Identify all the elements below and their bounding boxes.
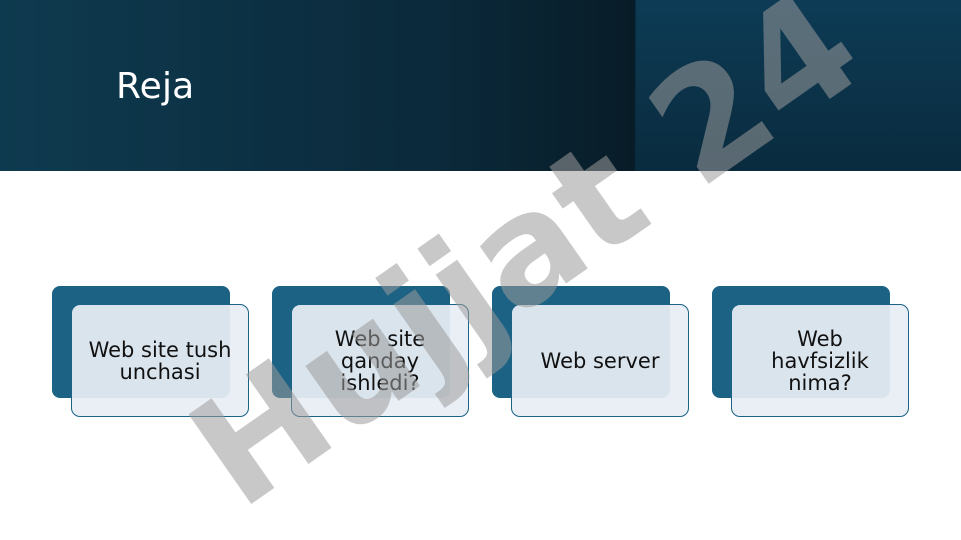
card-1-front: Web site tushunchasi [71, 304, 249, 417]
title-banner [0, 0, 961, 171]
card-4-label: Web havfsizlik nima? [771, 326, 869, 395]
card-3-label: Web server [540, 348, 660, 373]
card-1[interactable]: Web site tushunchasi [52, 286, 250, 420]
card-3-front: Web server [511, 304, 689, 417]
card-3[interactable]: Web server [492, 286, 690, 420]
card-4-front: Web havfsizlik nima? [731, 304, 909, 417]
card-2-label: Web site qanday ishledi? [334, 326, 426, 395]
slide-title: Reja [116, 66, 195, 107]
card-4[interactable]: Web havfsizlik nima? [712, 286, 910, 420]
card-2[interactable]: Web site qanday ishledi? [272, 286, 470, 420]
card-2-front: Web site qanday ishledi? [291, 304, 469, 417]
card-1-label: Web site tushunchasi [88, 337, 232, 384]
title-banner-right-panel [636, 0, 961, 171]
